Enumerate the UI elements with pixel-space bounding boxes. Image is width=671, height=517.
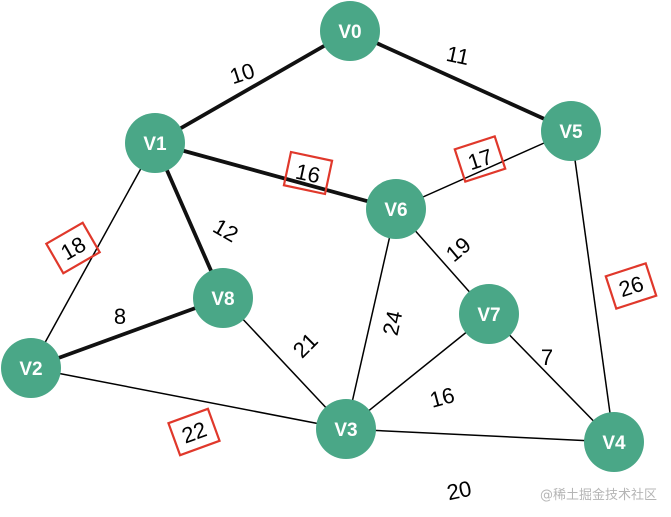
edge-layer (29, 29, 615, 443)
edge-v2-v3 (30, 367, 347, 430)
node-v0: V0 (320, 1, 380, 61)
node-circle (1, 338, 61, 398)
watermark: @稀土掘金技术社区 (539, 488, 657, 503)
node-v8: V8 (193, 268, 253, 328)
node-label: V3 (334, 420, 357, 441)
edge-weight: 22 (178, 417, 210, 449)
highlight-box (604, 261, 658, 311)
edge-v6-v3 (345, 208, 397, 430)
edge-weight: 26 (616, 271, 647, 302)
node-v1: V1 (125, 113, 185, 173)
edge-v7-v3 (345, 313, 490, 430)
weight-label-v1-v6: 16 (282, 150, 334, 196)
node-label: V0 (338, 22, 361, 43)
edge-v0-v1 (153, 29, 352, 145)
node-label: V1 (143, 134, 167, 155)
edge-weight: 10 (227, 58, 258, 89)
weight-label-v3-v4: 20 (445, 476, 474, 506)
weight-label-v6-v7: 19 (441, 232, 476, 267)
node-v7: V7 (459, 284, 519, 344)
node-v4: V4 (584, 412, 644, 472)
edge-v5-v4 (570, 130, 615, 443)
weight-label-v2-v3: 22 (167, 407, 221, 457)
node-v2: V2 (1, 338, 61, 398)
edge-weight: 16 (293, 159, 322, 189)
highlight-box (282, 150, 334, 196)
node-circle (193, 268, 253, 328)
edge-weight: 12 (209, 213, 243, 247)
edge-v5-v6 (395, 130, 572, 210)
edge-weight: 11 (444, 41, 472, 70)
highlight-box (44, 221, 102, 275)
node-circle (125, 113, 185, 173)
node-label: V6 (384, 200, 407, 221)
edge-weight: 19 (441, 232, 476, 267)
node-label: V4 (602, 433, 626, 454)
weight-label-v8-v2: 8 (114, 304, 126, 329)
highlight-box (453, 134, 507, 184)
edge-weight: 20 (445, 476, 474, 506)
node-v5: V5 (541, 101, 601, 161)
weight-label-v8-v3: 21 (288, 328, 323, 363)
node-circle (459, 284, 519, 344)
node-v3: V3 (316, 399, 376, 459)
edge-v1-v6 (153, 141, 398, 211)
node-circle (320, 1, 380, 61)
weight-label-v0-v5: 11 (444, 41, 472, 70)
node-label: V8 (211, 289, 234, 310)
edge-weight: 21 (288, 328, 323, 363)
node-v6: V6 (366, 179, 426, 239)
weight-label-v1-v8: 12 (209, 213, 243, 247)
weight-label-v5-v6: 17 (453, 134, 507, 184)
node-circle (584, 412, 644, 472)
edge-v0-v5 (348, 29, 573, 133)
node-label: V5 (559, 122, 583, 143)
edge-weight: 8 (114, 304, 126, 329)
edge-v3-v4 (345, 428, 615, 443)
node-circle (366, 179, 426, 239)
weight-label-v7-v3: 16 (427, 382, 457, 412)
weight-label-v7-v4: 7 (541, 345, 553, 370)
node-circle (316, 399, 376, 459)
edge-weight: 7 (541, 345, 553, 370)
edge-weight: 24 (378, 309, 408, 338)
weight-label-v0-v1: 10 (227, 58, 258, 89)
weight-label-v1-v2: 18 (44, 221, 102, 275)
node-label: V2 (19, 359, 42, 380)
edge-weight: 17 (465, 144, 496, 175)
node-circle (541, 101, 601, 161)
edge-weight: 16 (427, 382, 457, 412)
weight-label-v6-v3: 24 (378, 309, 408, 338)
node-label: V7 (477, 305, 500, 326)
highlight-box (167, 407, 221, 457)
edge-v8-v2 (29, 296, 225, 370)
weight-label-v5-v4: 26 (604, 261, 658, 311)
